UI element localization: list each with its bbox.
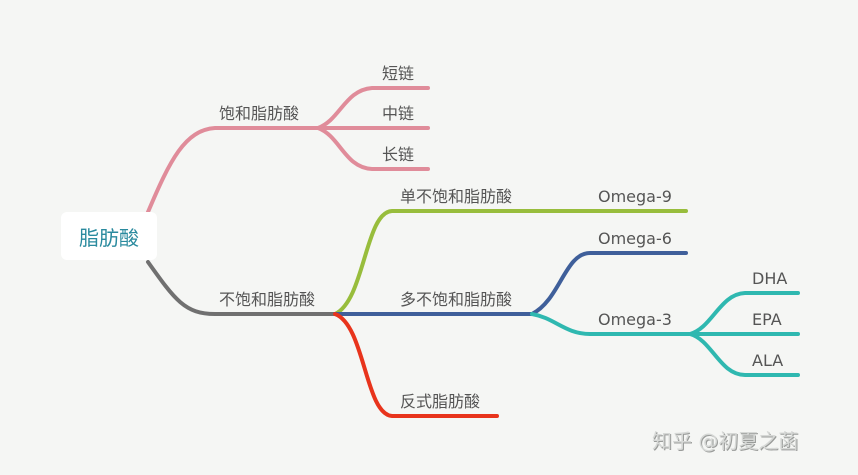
link-long-chain bbox=[316, 126, 430, 171]
link-ala bbox=[688, 332, 800, 377]
node-medium-chain[interactable]: 中链 bbox=[382, 104, 415, 123]
node-omega6[interactable]: Omega-6 bbox=[598, 229, 672, 248]
node-monounsaturated[interactable]: 单不饱和脂肪酸 bbox=[400, 187, 513, 206]
node-short-chain[interactable]: 短链 bbox=[382, 64, 415, 83]
node-omega9[interactable]: Omega-9 bbox=[598, 187, 672, 206]
link-root-saturated bbox=[146, 126, 320, 214]
link-omega6 bbox=[530, 251, 688, 316]
link-dha bbox=[688, 291, 800, 336]
node-trans[interactable]: 反式脂肪酸 bbox=[400, 392, 481, 411]
node-epa[interactable]: EPA bbox=[752, 310, 782, 329]
link-trans bbox=[333, 312, 499, 418]
node-unsaturated[interactable]: 不饱和脂肪酸 bbox=[219, 290, 316, 309]
node-saturated[interactable]: 饱和脂肪酸 bbox=[219, 104, 300, 123]
link-short-chain bbox=[316, 86, 430, 130]
root-node[interactable]: 脂肪酸 bbox=[61, 212, 157, 260]
link-omega3 bbox=[530, 312, 692, 336]
link-root-unsaturated bbox=[146, 260, 337, 316]
node-long-chain[interactable]: 长链 bbox=[382, 145, 415, 164]
node-ala[interactable]: ALA bbox=[752, 351, 784, 370]
watermark: 知乎 @初夏之菡 bbox=[652, 429, 799, 453]
link-monounsaturated bbox=[333, 209, 534, 316]
node-omega3[interactable]: Omega-3 bbox=[598, 310, 672, 329]
node-polyunsaturated[interactable]: 多不饱和脂肪酸 bbox=[400, 290, 513, 309]
node-dha[interactable]: DHA bbox=[752, 269, 788, 288]
root-label: 脂肪酸 bbox=[79, 225, 139, 250]
